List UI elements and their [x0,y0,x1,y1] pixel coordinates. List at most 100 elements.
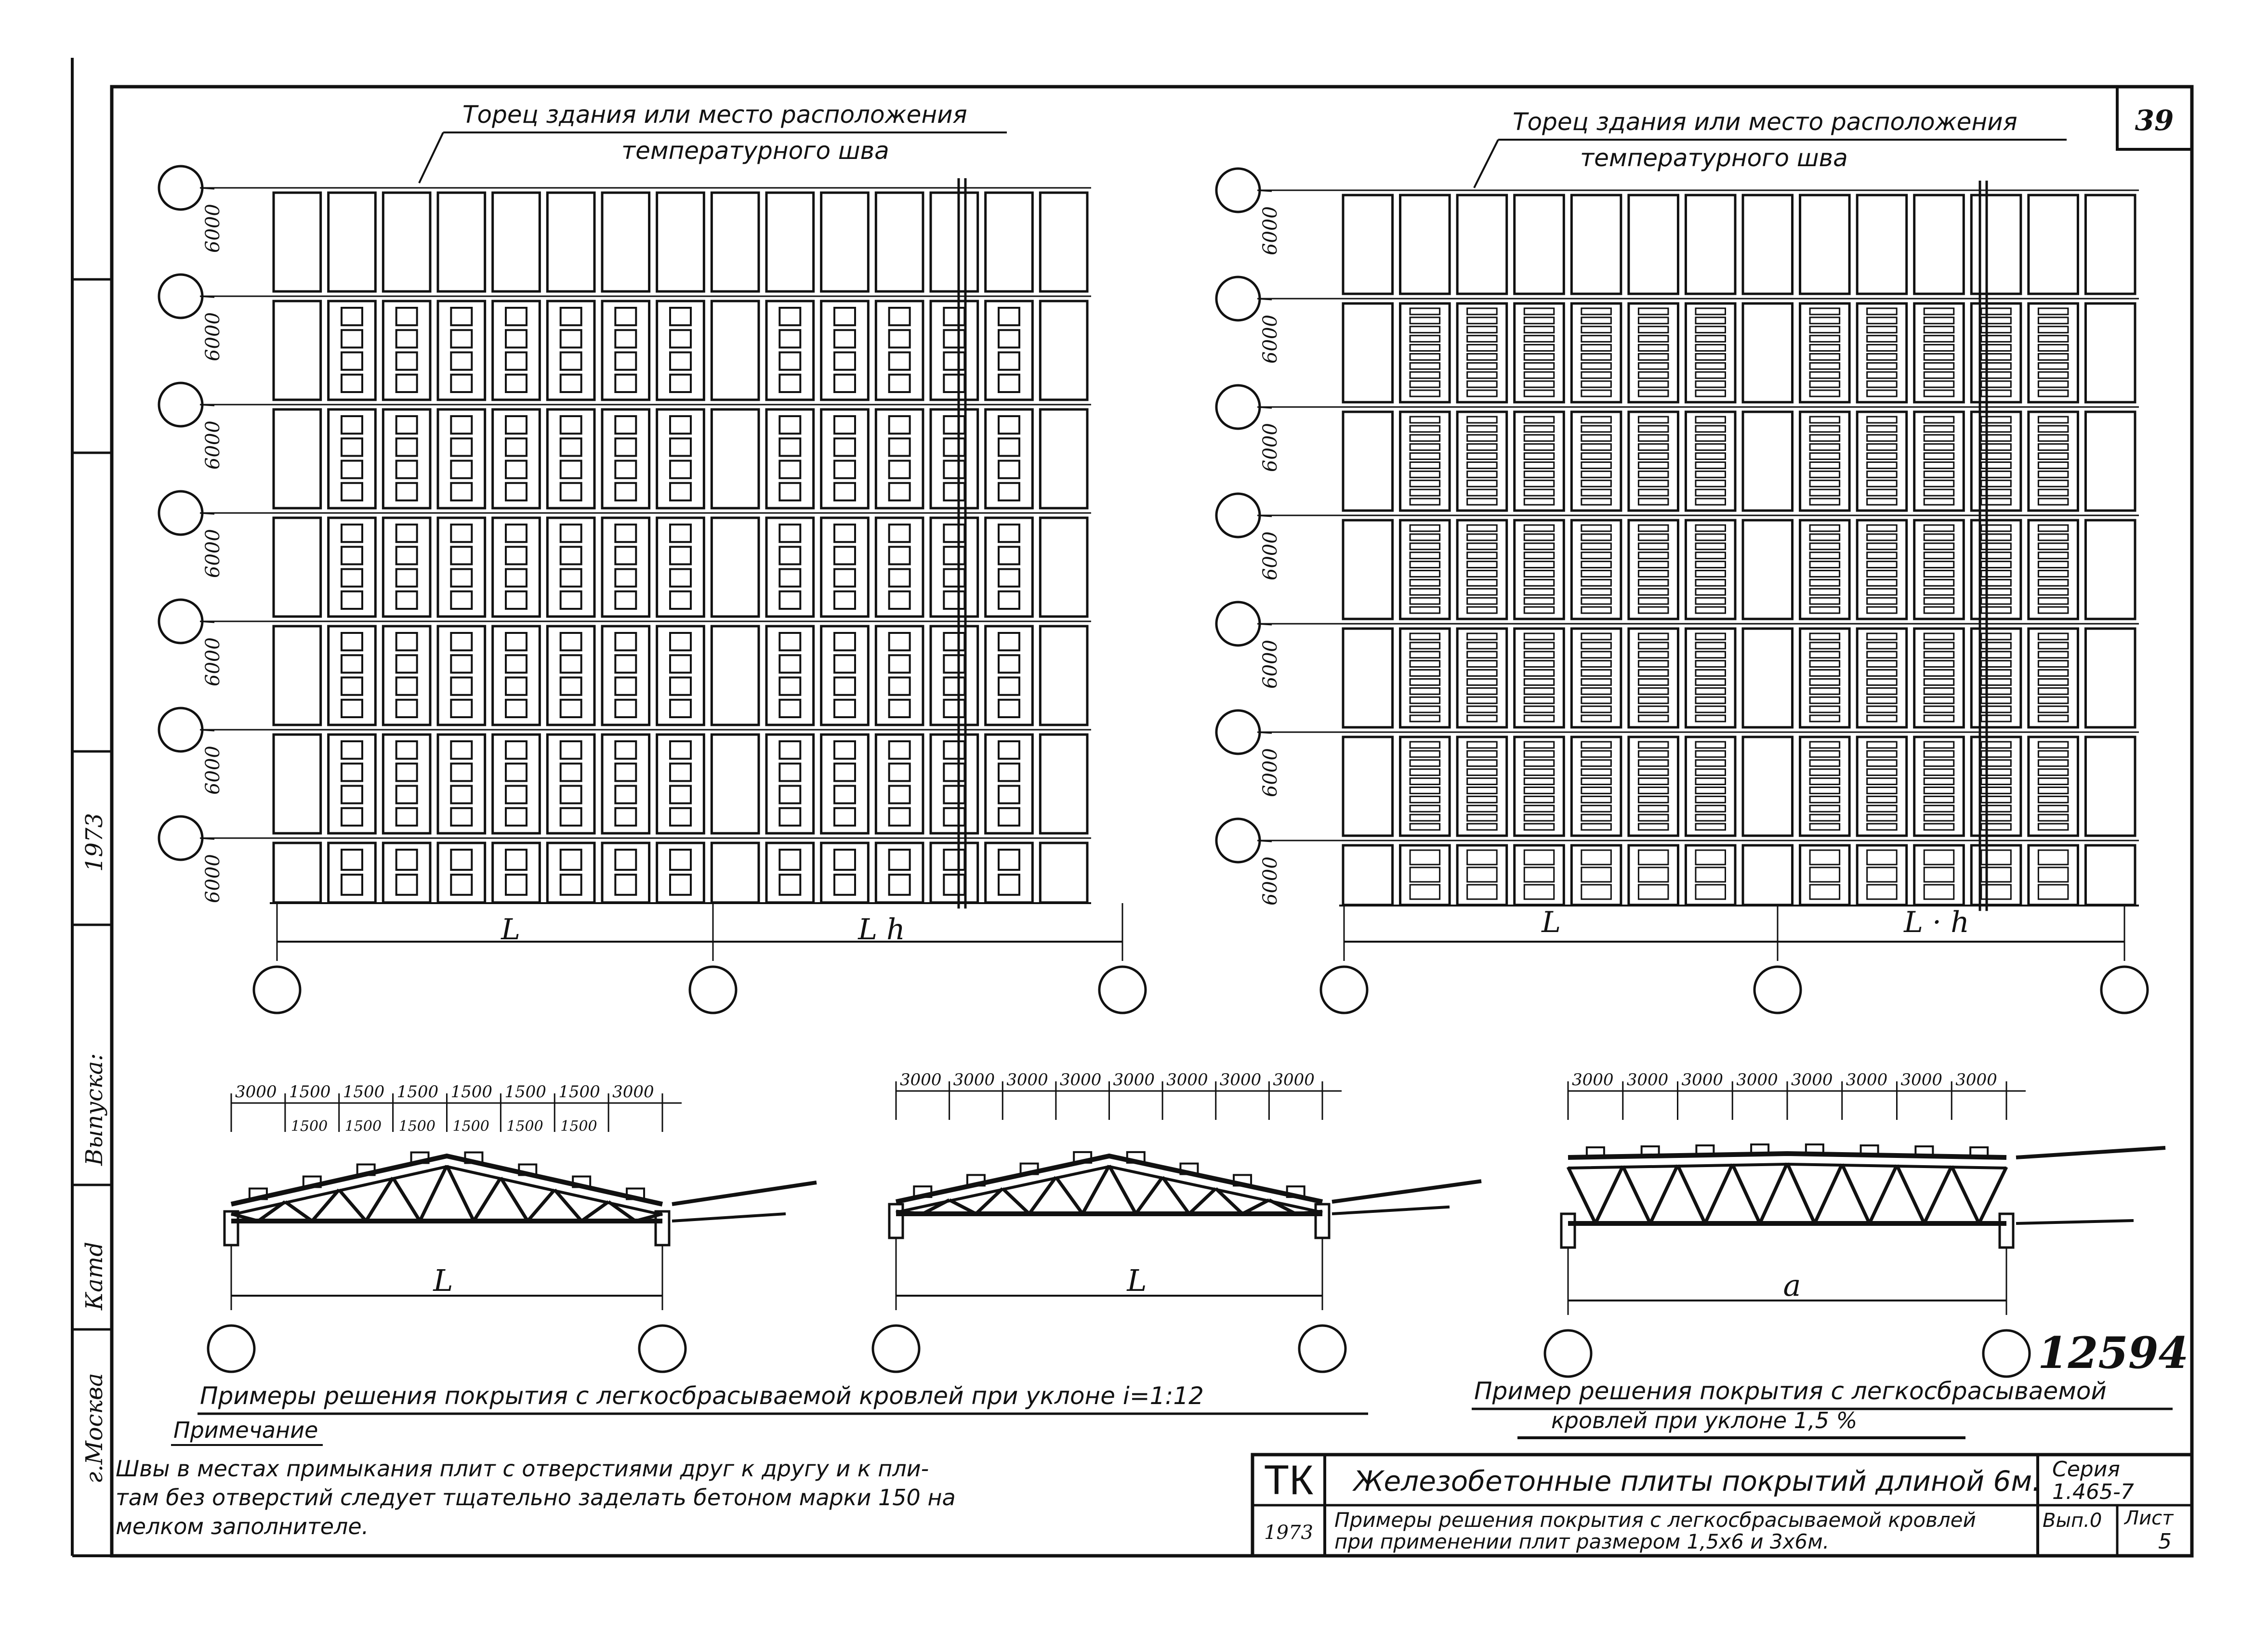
slab-opening [341,698,363,718]
slab-opening [1466,389,1498,397]
roof-slab [984,191,1034,293]
slab-opening [1637,651,1669,659]
roof-slab [874,841,924,904]
slab-opening [1409,570,1441,578]
slab-opening [1923,524,1955,532]
slab-opening [614,482,637,501]
slab-opening [559,849,582,871]
truss-diagonal [1703,1163,1734,1224]
roof-slab [1799,519,1851,620]
truss-diagonal [472,1177,502,1222]
slab-opening [341,482,363,501]
slab-opening [1409,696,1441,704]
roof-slab [1799,302,1851,404]
slab-opening [2037,660,2069,668]
slab-opening [778,632,802,652]
slab-opening [1409,660,1441,668]
slab-opening [2037,669,2069,677]
roof-slab [382,300,432,401]
slab-opening [1523,533,1555,541]
slab-opening [341,762,363,782]
slab-opening [1581,335,1612,343]
slab-opening [1637,353,1669,361]
slab-rib [1805,1143,1824,1156]
slab-opening [1523,434,1555,442]
slab-opening [1523,416,1555,424]
slab-opening [1923,768,1955,776]
title-block-subtitle-1: Примеры решения покрытия с легкосбрасыва… [1334,1508,1976,1532]
slab-opening [1523,804,1555,813]
note-title: Примечание [173,1417,318,1443]
slab-opening [341,460,363,479]
slab-opening [1409,416,1441,424]
roof-slab [327,516,377,618]
roof-slab [1913,519,1965,620]
roof-slab [1513,519,1565,620]
slab-opening [1466,307,1498,315]
slab-opening [2037,795,2069,803]
slab-opening [614,329,637,349]
slab-opening [1581,452,1612,460]
truss-top-chord [895,1153,1323,1204]
slab-opening [1695,470,1726,478]
roof-slab [1684,194,1737,295]
slab-opening [1695,524,1726,532]
slab-opening [943,849,966,871]
slab-opening [1980,498,2012,506]
note-line-3: мелком заполнителе. [116,1513,369,1539]
slab-opening [1923,787,1955,794]
slab-opening [505,568,527,588]
slab-opening [1466,632,1498,641]
slab-opening [1866,307,1898,315]
roof-slab [765,516,815,618]
slab-opening [1695,570,1726,578]
slab-opening [1980,750,2012,758]
slab-opening [1466,705,1498,713]
slab-rib [1179,1162,1199,1175]
slab-opening [450,590,473,610]
slab-opening [669,807,692,827]
slab-opening [395,590,418,610]
slab-opening [833,698,856,718]
roof-slab [1039,408,1089,510]
slab-opening [1637,867,1669,883]
roof-slab [436,841,487,904]
slab-opening [2037,588,2069,596]
slab-opening [1923,542,1955,551]
slab-opening [1409,814,1441,822]
slab-opening [1581,750,1612,758]
truss-diagonal [445,1165,475,1222]
slab-opening [1637,804,1669,813]
dimension-tick [1257,731,1272,734]
slab-opening [450,460,473,479]
roof-slab [1913,302,1965,404]
slab-opening [1866,849,1898,866]
roof-slab [656,625,705,726]
slab-opening [1866,759,1898,767]
slab-opening [1866,588,1898,596]
slab-opening [341,632,363,652]
slab-opening [1409,705,1441,713]
slab-opening [1866,425,1898,433]
slab-opening [1409,335,1441,343]
slab-opening [1581,660,1612,668]
slab-opening [1923,867,1955,883]
slab-opening [1581,533,1612,541]
truss-diagonal [949,1198,977,1216]
slab-opening [1809,353,1841,361]
slab-opening [943,632,966,652]
slab-opening [559,873,582,896]
roof-slab [601,300,651,401]
slab-opening [998,740,1020,760]
slab-opening [1409,867,1441,883]
slab-opening [1523,849,1555,866]
slab-opening [1409,768,1441,776]
slab-opening [1637,561,1669,568]
slab-opening [1637,741,1669,749]
slab-opening [998,546,1020,565]
slab-opening [1409,669,1441,677]
slab-opening [341,873,363,896]
slab-opening [1637,533,1669,541]
